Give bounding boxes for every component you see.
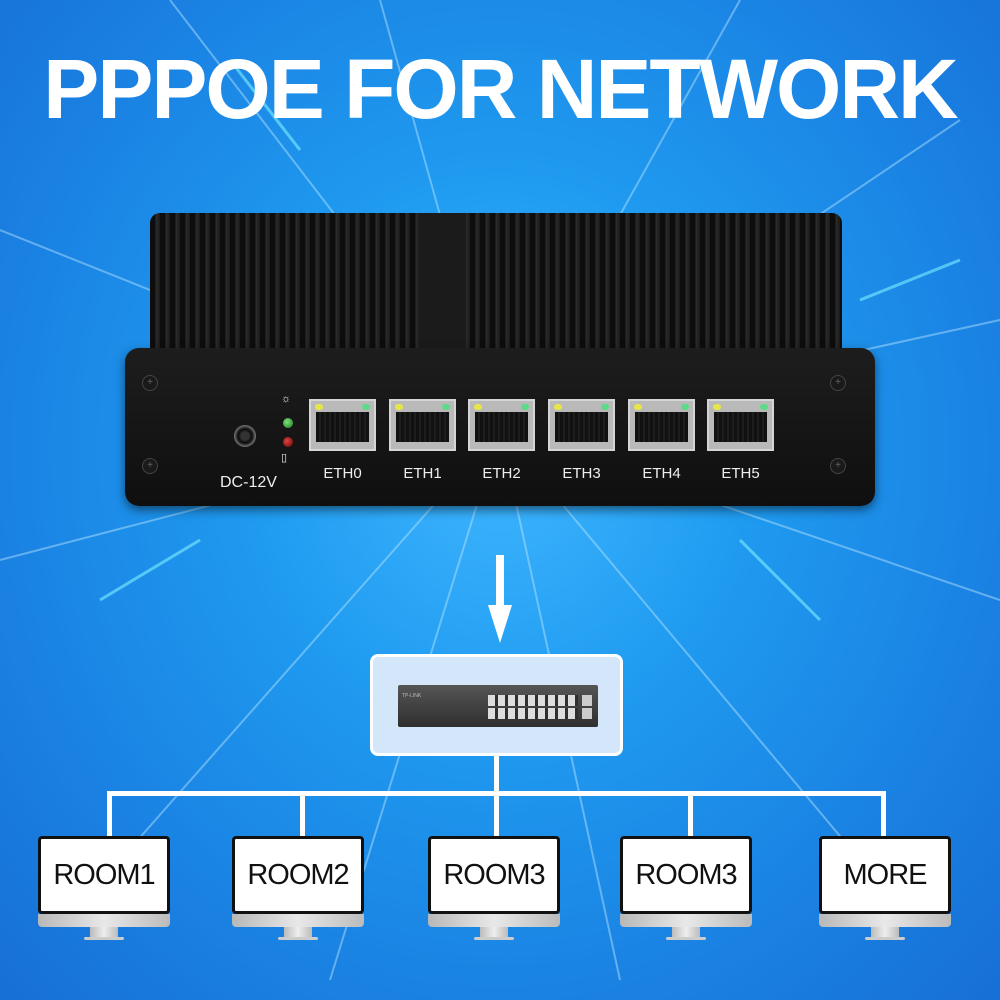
network-switch-icon: TP-LINK	[398, 685, 598, 727]
room-label: ROOM3	[635, 859, 737, 891]
connector-line	[494, 756, 499, 796]
connector-line	[688, 791, 693, 837]
screw-icon: +	[830, 458, 846, 474]
dc-power-jack	[234, 425, 256, 447]
room-monitor: MORE	[819, 836, 951, 944]
screw-icon: +	[142, 458, 158, 474]
firewall-appliance: + + + + DC-12V ☼ ▯ ETH0 ETH1 ETH2 ETH3 E…	[122, 210, 878, 510]
heatsink-center	[420, 213, 465, 358]
switch-card: TP-LINK	[370, 654, 623, 756]
disk-led	[283, 437, 293, 447]
screw-icon: +	[142, 375, 158, 391]
ethernet-port-4	[628, 399, 695, 451]
ethernet-port-1	[389, 399, 456, 451]
connector-line	[107, 791, 112, 837]
page-title: PPPOE FOR NETWORK	[43, 42, 958, 136]
connector-line	[494, 791, 499, 837]
room-label: MORE	[843, 859, 928, 891]
room-monitor: ROOM3	[620, 836, 752, 944]
ethernet-port-2	[468, 399, 535, 451]
connector-line	[300, 791, 305, 837]
power-led	[283, 418, 293, 428]
heatsink-fins	[150, 213, 842, 358]
port-label: ETH5	[721, 465, 760, 482]
ethernet-port-0	[309, 399, 376, 451]
port-label: ETH0	[323, 465, 362, 482]
room-label: ROOM2	[247, 859, 349, 891]
port-label: ETH2	[482, 465, 521, 482]
screw-icon: +	[830, 375, 846, 391]
room-monitor: ROOM2	[232, 836, 364, 944]
power-light-icon: ☼	[281, 393, 292, 405]
room-label: ROOM1	[53, 859, 155, 891]
room-label: ROOM3	[443, 859, 545, 891]
room-monitor: ROOM3	[428, 836, 560, 944]
port-label: ETH3	[562, 465, 601, 482]
arrow-down-icon	[488, 555, 512, 643]
connector-line	[881, 791, 886, 837]
ethernet-port-5	[707, 399, 774, 451]
dc-power-label: DC-12V	[220, 474, 277, 491]
disk-icon: ▯	[281, 452, 288, 464]
room-monitor: ROOM1	[38, 836, 170, 944]
port-label: ETH4	[642, 465, 681, 482]
port-label: ETH1	[403, 465, 442, 482]
ethernet-port-3	[548, 399, 615, 451]
